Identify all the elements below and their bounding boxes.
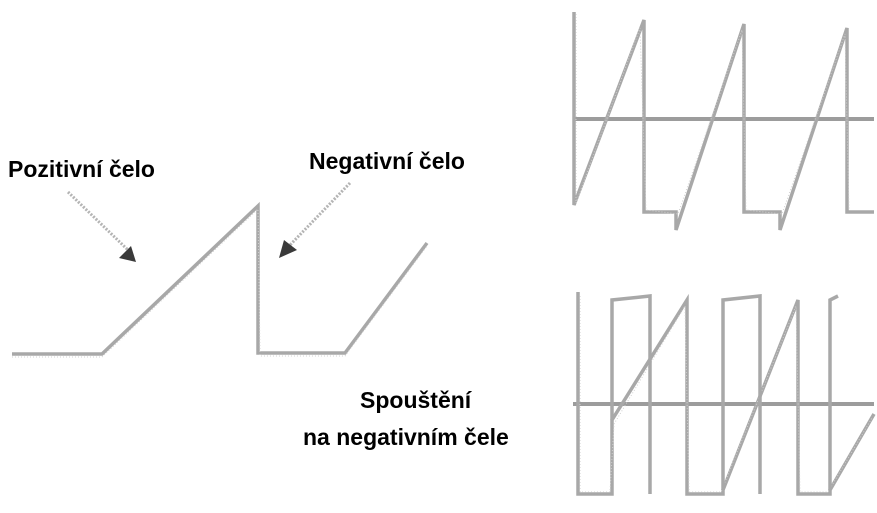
oscillogram-positive-trigger (572, 12, 874, 231)
oscillogram-top-waveform-texture (575, 14, 850, 215)
positive-edge-arrow-shaft (66, 190, 130, 252)
oscillogram-bottom-waveform (576, 292, 876, 496)
positive-edge-label: Pozitivní čelo (8, 156, 155, 182)
oscillogram-bottom-waveform-quaternary (828, 294, 839, 490)
oscillogram-negative-trigger (573, 292, 876, 496)
negative-edge-label: Negativní čelo (309, 148, 465, 174)
trigger-label-line1: Spouštění (360, 387, 472, 413)
positive-edge-trace-texture (12, 207, 428, 358)
oscillogram-bottom-waveform-secondary (610, 294, 652, 494)
trigger-label-line2: na negativním čele (303, 424, 509, 450)
oscillogram-bottom-waveform-tertiary (721, 294, 762, 494)
oscillogram-bottom-waveform-texture (579, 296, 873, 493)
positive-edge-trace (12, 201, 429, 356)
positive-edge-arrow-head (119, 246, 136, 262)
negative-edge-arrow-head (279, 240, 297, 258)
edge-illustration (12, 181, 429, 358)
negative-edge-arrow-shaft (288, 181, 352, 247)
oscillogram-top-waveform (572, 12, 874, 231)
